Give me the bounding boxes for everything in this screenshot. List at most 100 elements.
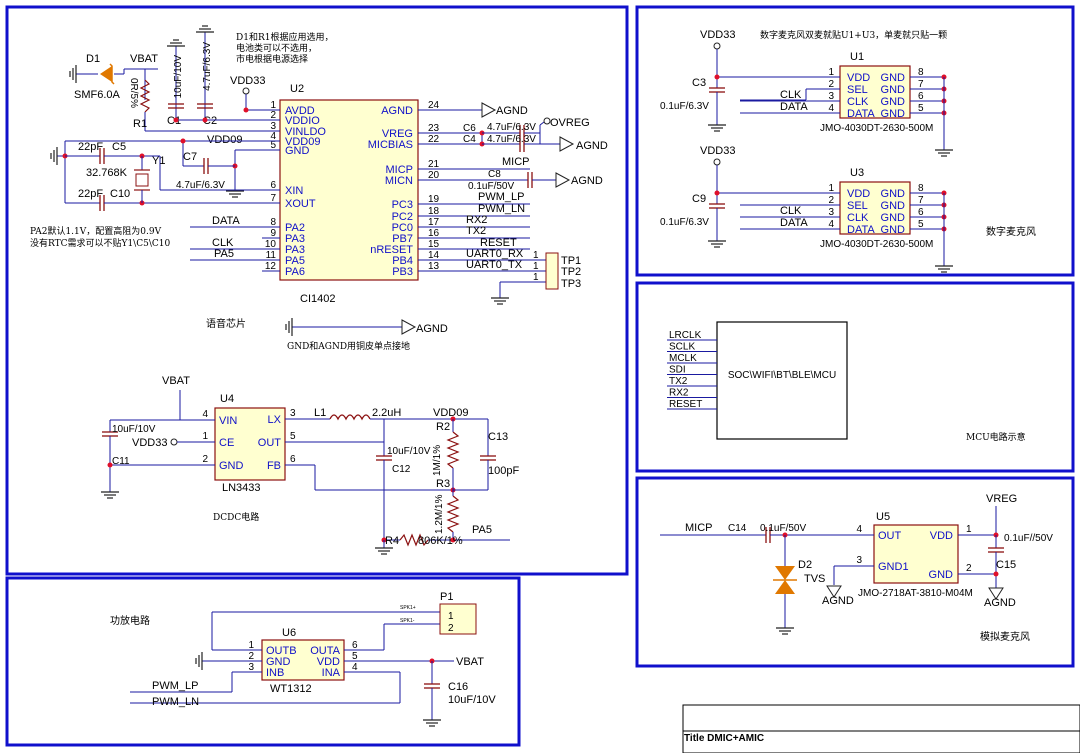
pin-number: 3 [270,121,276,132]
pin-name: MICBIAS [368,139,413,151]
pin-name: GND [881,84,906,96]
r1-resistor: R1 0R/5% [128,78,151,131]
pin-name: VDD [930,530,953,542]
svg-text:806K/1%: 806K/1% [418,535,463,547]
net-label: DATA [780,217,808,229]
label-dcdc: DCDC电路 [213,511,259,523]
svg-text:VDD33: VDD33 [132,437,167,449]
svg-text:SPK1-: SPK1- [400,618,415,624]
pin-name: GND [881,212,906,224]
pin-number: 18 [428,206,440,217]
svg-text:2.2uH: 2.2uH [372,407,401,419]
svg-text:U4: U4 [220,393,234,405]
main-circuit-frame [5,5,629,576]
amp-circuit-frame [5,576,521,747]
d1-part: SMF6.0A [74,89,121,101]
svg-text:1.2M/1%: 1.2M/1% [434,494,445,534]
svg-text:TVS: TVS [804,573,825,585]
svg-text:R3: R3 [436,478,450,490]
svg-text:PWM_LN: PWM_LN [152,696,199,708]
svg-text:PWM_LN: PWM_LN [478,203,525,215]
svg-text:1: 1 [533,250,539,261]
svg-text:D2: D2 [798,559,812,571]
pin-name: XOUT [285,198,316,210]
pin-number: 6 [270,180,276,191]
svg-text:C14: C14 [728,523,747,534]
pin-name: XIN [285,185,303,197]
pin-number: 3 [290,408,296,419]
svg-text:MICP: MICP [685,522,713,534]
pin-number: 2 [828,195,834,206]
pin-number: 24 [428,100,440,111]
pin-number: 6 [918,91,924,102]
pin-number: 5 [918,219,924,230]
cap-ref: C9 [692,193,706,205]
pin-name: OUTA [310,645,340,657]
pin-number: 2 [828,79,834,90]
svg-text:AGND: AGND [496,105,528,117]
pin-name: PA2 [285,222,305,234]
pin-name: GND [881,188,906,200]
c2-ref: C2 [203,115,217,127]
svg-text:C4: C4 [463,134,476,145]
pin-name: SEL [847,84,868,96]
net-label: CLK [780,89,802,101]
dcdc-wiring: VBAT 10uF/10V C11 VDD33 L1 2.2uH VDD09 1… [100,375,519,555]
svg-text:GND和AGND用铜皮单点接地: GND和AGND用铜皮单点接地 [287,340,410,352]
pin-name: VDD [847,188,870,200]
svg-text:D1和R1根据应用选用，: D1和R1根据应用选用， [236,31,333,43]
pin-number: 14 [428,250,440,261]
pin-number: 2 [248,651,254,662]
pin-name: PB4 [392,255,413,267]
svg-text:4.7uF/6.3V: 4.7uF/6.3V [487,134,536,145]
c10-ref: C10 [110,188,130,200]
label-voice-chip: 语音芯片 [206,317,246,330]
c1-val: 10uF/10V [173,55,184,99]
svg-text:VBAT: VBAT [456,656,484,668]
pin-number: 9 [270,228,276,239]
pin-name: VDD09 [285,136,320,148]
pin-name: LX [268,414,282,426]
pin-number: 10 [265,239,277,250]
amic-frame [635,476,1075,668]
svg-text:电池类可以不选用，: 电池类可以不选用， [236,42,317,54]
pin-number: 7 [918,79,924,90]
pin-number: 6 [352,640,358,651]
net-label: CLK [780,205,802,217]
pin-name: VIN [219,415,237,427]
pin-name: VDD [847,72,870,84]
svg-text:R4: R4 [385,535,399,547]
cap-val: 0.1uF/6.3V [660,217,709,228]
d1-ref: D1 [86,53,100,65]
pin-name: FB [267,460,281,472]
pin-name: CLK [847,96,869,108]
pin-name: GND1 [878,561,909,573]
chip-ref: U3 [850,167,864,179]
pin-name: PC3 [392,199,413,211]
svg-text:OVREG: OVREG [550,117,590,129]
pin-number: 21 [428,159,440,170]
test-points: 1 1 1 TP1 TP2 TP3 [533,250,581,290]
svg-text:PA2默认1.1V，配置高阻为0.9V: PA2默认1.1V，配置高阻为0.9V [30,225,162,237]
pin-number: 3 [828,207,834,218]
pin-name: OUT [258,437,282,449]
pin-name: VDDIO [285,115,320,127]
svg-text:TP1: TP1 [561,255,581,267]
svg-text:没有RTC需求可以不贴Y1\C5\C10: 没有RTC需求可以不贴Y1\C5\C10 [30,237,170,249]
svg-text:市电根据电源选择: 市电根据电源选择 [236,53,308,65]
mcu-block: SOC\WIFI\BT\BLE\MCU LRCLKSCLKMCLKSDITX2R… [667,321,848,440]
vdd09-label: VDD09 [207,134,242,146]
amic-wiring: MICP C14 0.1uF/50V D2 TVS AGND VREG 0.1u… [660,493,1053,635]
svg-text:10uF/10V: 10uF/10V [112,424,156,435]
svg-text:0.1uF/50V: 0.1uF/50V [468,181,514,192]
pin-name: PA3 [285,244,305,256]
svg-text:0.1uF//50V: 0.1uF//50V [1004,533,1053,544]
svg-text:C8: C8 [488,169,501,180]
r1-val: 0R/5% [128,78,139,108]
pin-name: PC0 [392,222,413,234]
pin-name: AVDD [285,105,315,117]
pin-name: AGND [381,105,413,117]
title-text: Title DMIC+AMIC [684,733,764,744]
u2-right-wiring: AGND OVREG AGND C6 4.7uF/6.3V C4 4.7uF/6… [418,102,608,305]
